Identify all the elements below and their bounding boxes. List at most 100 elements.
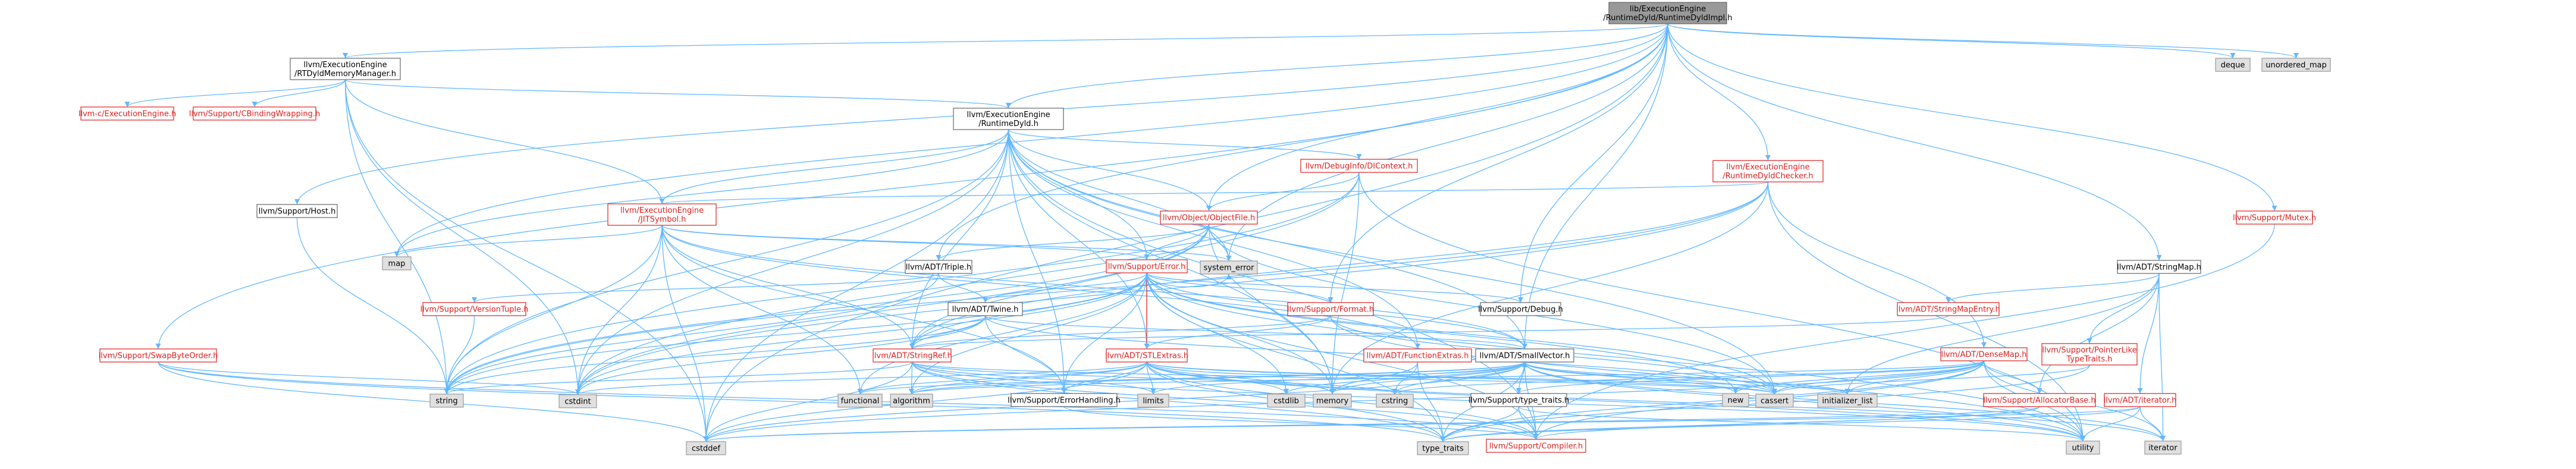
node-twine[interactable]: llvm/ADT/Twine.h — [947, 302, 1023, 316]
edge-allocatorbase-to-type_traits — [1440, 406, 2040, 442]
edge-stlextras-to-smallvector — [1146, 361, 1527, 376]
node-densemap[interactable]: llvm/ADT/DenseMap.h — [1940, 347, 2028, 361]
edge-jitsymbol-to-string — [444, 225, 663, 395]
node-label: llvm/Support/ErrorHandling.h — [1008, 396, 1121, 405]
node-box — [559, 394, 597, 408]
node-box — [1376, 394, 1414, 408]
node-cexec[interactable]: llvm-c/ExecutionEngine.h — [79, 106, 177, 121]
edge-dicontext-to-cstdint — [575, 172, 1360, 395]
node-stringmapentry[interactable]: llvm/ADT/StringMapEntry.h — [1896, 302, 2000, 316]
node-box — [2261, 58, 2331, 72]
edge-jitsymbol-to-cstddef — [661, 225, 709, 442]
edge-densemap-to-new — [1733, 360, 1985, 394]
edge-root-to-unordered_map — [1667, 23, 2299, 59]
edge-root-to-triple — [936, 23, 1668, 261]
node-stringmap[interactable]: llvm/ADT/StringMap.h — [2117, 260, 2201, 274]
edge-twine-to-errorhandling — [984, 315, 1067, 394]
edge-smallvector-to-initializer_list — [1524, 361, 1850, 395]
edge-jitsymbol-to-functional — [661, 225, 863, 395]
node-stringref[interactable]: llvm/ADT/StringRef.h — [872, 348, 952, 363]
node-smallvector[interactable]: llvm/ADT/SmallVector.h — [1475, 348, 1574, 363]
edge-error-to-system_error — [1146, 272, 1232, 288]
node-box — [1817, 394, 1878, 408]
node-label: llvm/ADT/StringRef.h — [872, 352, 952, 361]
node-box — [1940, 347, 2028, 361]
node-label: llvm/Support/CBindingWrapping.h — [189, 110, 321, 119]
node-label: llvm/ADT/STLExtras.h — [1105, 352, 1188, 361]
edge-runtimedyld-to-string — [444, 129, 1009, 395]
node-jitsymbol[interactable]: llvm/ExecutionEngine/JITSymbol.h — [607, 203, 717, 226]
node-triple[interactable]: llvm/ADT/Triple.h — [905, 260, 972, 274]
node-box — [1200, 260, 1258, 275]
edge-smallvector-to-functional — [857, 361, 1526, 395]
edge-runtimedyld-to-map — [394, 129, 1009, 257]
node-box — [1300, 159, 1418, 173]
node-format[interactable]: llvm/Support/Format.h — [1287, 302, 1374, 316]
edge-error-to-stringref — [909, 272, 1147, 350]
edge-runtimedyld-to-objectfile — [1008, 129, 1212, 212]
edge-rdchecker-to-densemap — [1767, 181, 1987, 348]
edge-mutex-to-compiler — [1533, 224, 2275, 440]
node-box — [2041, 343, 2138, 366]
node-objectfile[interactable]: llvm/Object/ObjectFile.h — [1160, 210, 1258, 225]
node-swapbyteorder[interactable]: llvm/Support/SwapByteOrder.h — [99, 348, 218, 363]
node-string: string — [429, 394, 464, 408]
node-error[interactable]: llvm/Support/Error.h — [1106, 259, 1188, 273]
node-label: llvm/Support/Error.h — [1108, 263, 1186, 272]
edge-iteratorh-to-utility — [2080, 406, 2141, 442]
node-runtimedyld[interactable]: llvm/ExecutionEngine/RuntimeDyld.h — [953, 108, 1064, 130]
node-label: llvm/Support/VersionTuple.h — [421, 306, 529, 314]
node-versiontuple[interactable]: llvm/Support/VersionTuple.h — [421, 302, 529, 316]
node-compiler[interactable]: llvm/Support/Compiler.h — [1486, 439, 1586, 453]
node-label: llvm/Support/Compiler.h — [1489, 442, 1583, 451]
node-box — [905, 260, 972, 274]
node-limits: limits — [1137, 394, 1169, 408]
edge-functionextras-to-memory — [1329, 361, 1419, 395]
node-host[interactable]: llvm/Support/Host.h — [256, 204, 338, 218]
edge-rtdyldmm-to-runtimedyld — [344, 79, 1011, 109]
node-errorhandling[interactable]: llvm/Support/ErrorHandling.h — [1008, 393, 1121, 407]
node-box — [1417, 441, 1469, 455]
node-cbinding[interactable]: llvm/Support/CBindingWrapping.h — [189, 106, 321, 121]
edge-twine-to-cstdint — [575, 315, 986, 395]
edge-triple-to-string — [444, 273, 939, 395]
node-typetraits[interactable]: llvm/Support/type_traits.h — [1469, 393, 1570, 407]
node-box — [2144, 440, 2182, 455]
edge-swapbyteorder-to-type_traits — [158, 361, 1446, 442]
edge-root-to-rtdyldmm — [343, 23, 1668, 59]
node-allocatorbase[interactable]: llvm/Support/AllocatorBase.h — [1983, 393, 2096, 407]
edge-stringref-to-cstddef — [703, 361, 913, 442]
node-label: llvm/Support/Host.h — [259, 207, 336, 216]
node-cstddef: cstddef — [686, 441, 726, 455]
node-box — [1137, 394, 1169, 408]
node-dicontext[interactable]: llvm/DebugInfo/DIContext.h — [1300, 159, 1418, 173]
node-label: limits — [1143, 397, 1164, 406]
edge-jitsymbol-to-stringref — [661, 225, 915, 350]
edge-error-to-cassert — [1146, 272, 1777, 395]
node-debug[interactable]: llvm/Support/Debug.h — [1478, 302, 1563, 316]
node-functionextras[interactable]: llvm/ADT/FunctionExtras.h — [1363, 348, 1472, 363]
node-rdchecker[interactable]: llvm/ExecutionEngine/RuntimeDyldChecker.… — [1712, 160, 1824, 182]
node-label: deque — [2221, 61, 2245, 70]
edge-rtdyldmm-to-cexec — [124, 79, 346, 108]
node-map: map — [382, 256, 412, 270]
edge-format-to-stlextras — [1144, 315, 1331, 350]
node-cstdlib: cstdlib — [1267, 394, 1306, 408]
node-stlextras[interactable]: llvm/ADT/STLExtras.h — [1105, 348, 1188, 363]
node-cstdint: cstdint — [559, 394, 597, 408]
edge-rtdyldmm-to-jitsymbol — [344, 79, 665, 204]
node-box — [1722, 393, 1749, 407]
node-box — [422, 302, 526, 316]
node-iteratorh[interactable]: llvm/ADT/iterator.h — [2104, 393, 2177, 407]
node-box — [607, 203, 717, 226]
edge-root-to-deque — [1667, 23, 2236, 59]
dependency-edges — [124, 23, 2299, 442]
node-system_error: system_error — [1200, 260, 1258, 275]
edge-root-to-runtimedyld — [1006, 23, 1668, 109]
node-rtdyldmm[interactable]: llvm/ExecutionEngine/RTDyldMemoryManager… — [290, 58, 401, 80]
edge-error-to-string — [444, 272, 1147, 395]
node-box — [873, 348, 952, 363]
edge-iteratorh-to-iterator — [2139, 406, 2166, 442]
node-mutex[interactable]: llvm/Support/Mutex.h — [2233, 210, 2316, 225]
